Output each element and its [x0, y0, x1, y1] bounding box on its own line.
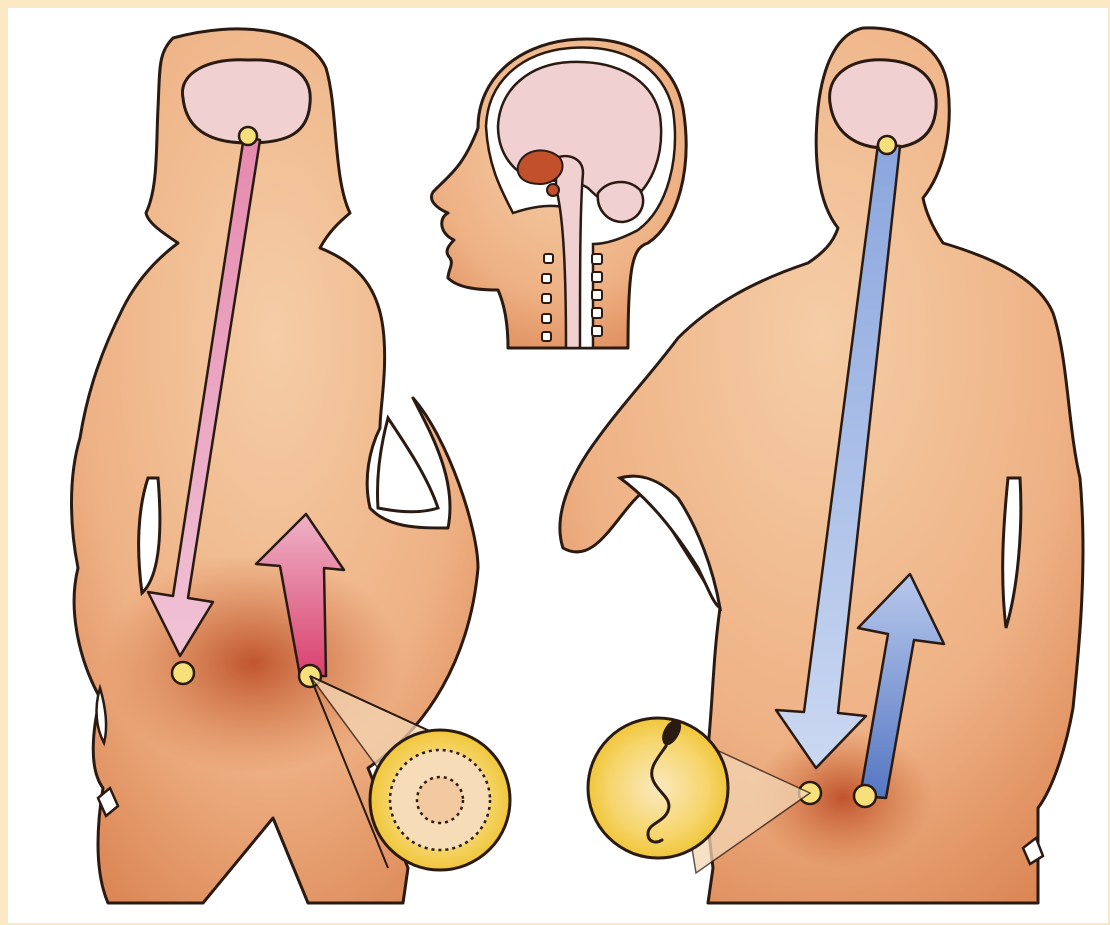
female-hypothalamic-target-dot: [172, 662, 194, 684]
male-brain: [830, 60, 937, 148]
female-pituitary-dot: [239, 127, 257, 145]
oocyte-inner-ring: [417, 777, 463, 823]
pituitary-gland: [547, 184, 559, 196]
figure-frame: [8, 8, 1108, 923]
male-pituitary-dot: [878, 136, 896, 154]
female-figure: [72, 29, 511, 903]
hormone-pathway-illustration: [8, 8, 1108, 923]
hypothalamus: [518, 150, 563, 184]
testis-dot: [854, 785, 876, 807]
cerebellum: [598, 182, 643, 222]
head-cross-section: [431, 39, 686, 348]
